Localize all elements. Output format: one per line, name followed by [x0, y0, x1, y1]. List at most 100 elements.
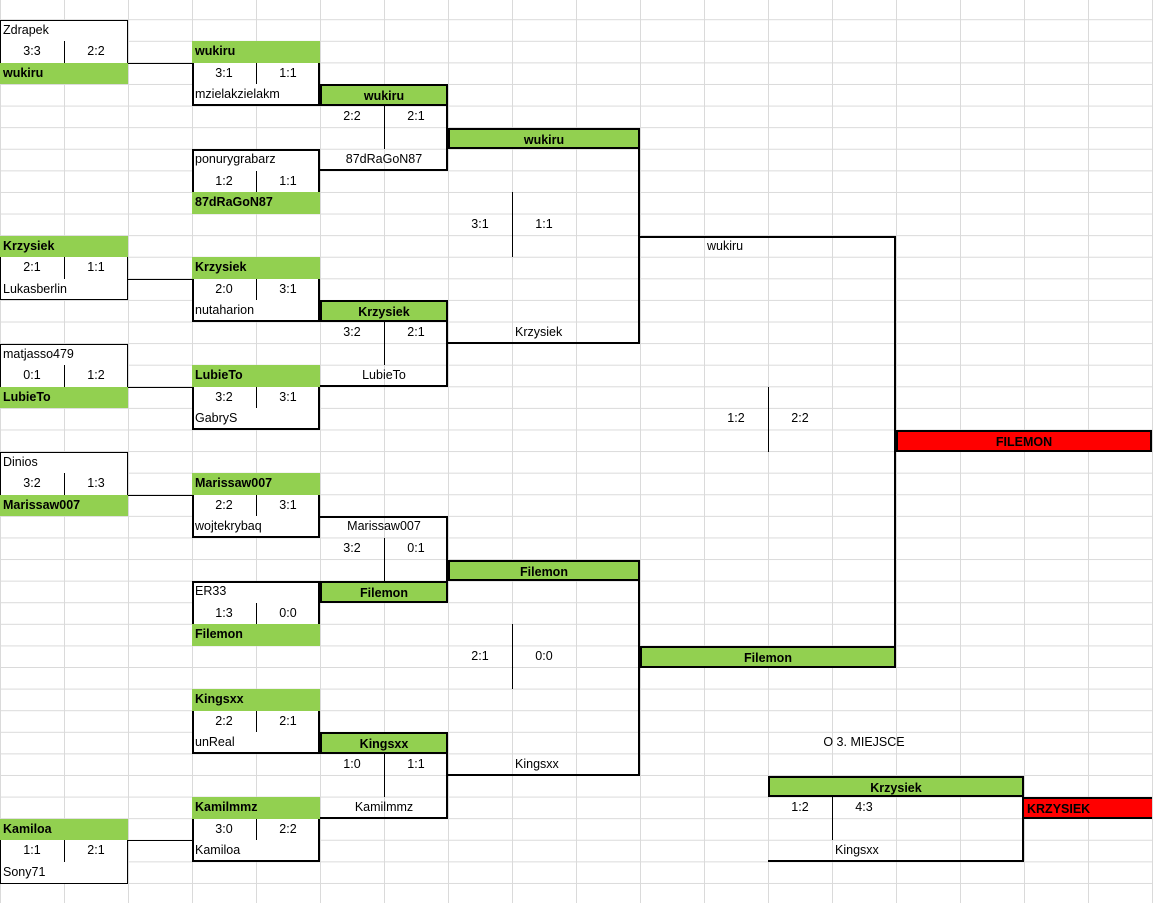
qf-player-winner[interactable]: Krzysiek: [320, 300, 448, 322]
score-leg1[interactable]: 3:2: [343, 541, 361, 555]
score-divider: [256, 602, 320, 625]
score-leg1[interactable]: 0:1: [23, 368, 41, 383]
score-leg1[interactable]: 3:1: [215, 65, 233, 80]
r2-player-bottom[interactable]: Kamiloa: [195, 843, 241, 858]
r1-player-winner[interactable]: Kamiloa: [0, 818, 128, 841]
r2-player-bottom[interactable]: GabryS: [195, 411, 238, 426]
score-leg1[interactable]: 2:1: [23, 260, 41, 275]
r1-player-winner[interactable]: Krzysiek: [0, 235, 128, 258]
r2-player-winner[interactable]: Kingsxx: [192, 689, 320, 711]
connector-line: [128, 840, 192, 842]
score-leg2[interactable]: 3:1: [279, 497, 297, 512]
score-leg2[interactable]: 4:3: [855, 800, 873, 815]
score-leg1[interactable]: 2:0: [215, 281, 233, 296]
score-leg1[interactable]: 1:2: [791, 800, 809, 815]
r2-player-winner[interactable]: LubieTo: [192, 365, 320, 387]
final-player-top[interactable]: wukiru: [707, 238, 744, 253]
r2-player-winner[interactable]: Kamilmmz: [192, 797, 320, 819]
score-leg1[interactable]: 1:0: [343, 757, 361, 771]
qf-player-winner[interactable]: wukiru: [320, 84, 448, 106]
sf-player-winner[interactable]: wukiru: [448, 127, 640, 150]
score-leg2[interactable]: 2:1: [407, 109, 425, 123]
score-divider: [512, 192, 576, 258]
third-player-bottom[interactable]: Kingsxx: [835, 843, 879, 858]
r2-player-bottom[interactable]: unReal: [195, 735, 235, 750]
score-divider: [64, 365, 128, 387]
score-leg1[interactable]: 3:3: [23, 44, 41, 59]
r2-player-winner[interactable]: wukiru: [192, 41, 320, 63]
sf-player-winner[interactable]: Filemon: [448, 559, 640, 582]
r2-player-top[interactable]: ER33: [195, 584, 227, 599]
score-leg1[interactable]: 3:2: [23, 476, 41, 491]
r2-player-winner[interactable]: Krzysiek: [192, 257, 320, 279]
qf-player-bottom[interactable]: 87dRaGoN87: [345, 152, 423, 167]
r1-player-bottom[interactable]: Sony71: [3, 865, 46, 879]
r2-player-winner[interactable]: Marissaw007: [192, 473, 320, 495]
third-player-winner[interactable]: Krzysiek: [768, 775, 1024, 798]
qf-player-top[interactable]: Marissaw007: [347, 519, 421, 534]
r2-player-bottom[interactable]: wojtekrybaq: [195, 519, 262, 534]
score-divider: [64, 840, 128, 862]
score-leg2[interactable]: 2:1: [279, 713, 297, 728]
third-place-winner-cell[interactable]: KRZYSIEK: [1024, 797, 1152, 819]
score-leg2[interactable]: 0:1: [407, 541, 425, 555]
final-player-winner[interactable]: Filemon: [640, 646, 896, 668]
score-leg2[interactable]: 1:1: [279, 65, 297, 80]
r1-player-winner[interactable]: Marissaw007: [0, 494, 128, 517]
score-leg1[interactable]: 2:2: [343, 109, 361, 123]
score-leg2[interactable]: 2:2: [279, 821, 297, 836]
score-leg1[interactable]: 2:2: [215, 713, 233, 728]
score-divider: [256, 710, 320, 733]
r2-player-winner[interactable]: Filemon: [192, 624, 320, 646]
r2-player-bottom[interactable]: mzielakzielakm: [195, 87, 280, 102]
score-leg2[interactable]: 2:1: [407, 325, 425, 339]
score-leg1[interactable]: 3:2: [343, 325, 361, 339]
r2-player-bottom[interactable]: nutaharion: [195, 303, 255, 318]
r1-player-winner[interactable]: LubieTo: [0, 386, 128, 409]
score-leg2[interactable]: 1:1: [87, 260, 105, 275]
r1-player-top[interactable]: Zdrapek: [3, 22, 49, 37]
score-divider: [256, 818, 320, 841]
score-leg1[interactable]: 2:2: [215, 497, 233, 512]
score-leg2[interactable]: 1:2: [87, 368, 105, 383]
score-divider: [832, 797, 896, 841]
score-divider: [384, 106, 448, 150]
score-leg1[interactable]: 1:2: [215, 173, 233, 188]
qf-player-winner[interactable]: Filemon: [320, 581, 448, 603]
score-divider: [64, 41, 128, 63]
score-leg1[interactable]: 3:2: [215, 389, 233, 404]
r2-player-top[interactable]: ponurygrabarz: [195, 152, 276, 167]
qf-player-bottom[interactable]: LubieTo: [362, 368, 406, 383]
score-leg1[interactable]: 1:3: [215, 605, 233, 620]
r2-player-winner[interactable]: 87dRaGoN87: [192, 192, 320, 214]
score-leg2[interactable]: 2:1: [87, 843, 105, 858]
score-leg2[interactable]: 1:3: [87, 476, 105, 491]
score-leg2[interactable]: 3:1: [279, 389, 297, 404]
r1-player-top[interactable]: matjasso479: [3, 346, 74, 361]
score-leg2[interactable]: 1:1: [407, 757, 425, 771]
third-place-label: O 3. MIEJSCE: [823, 735, 905, 750]
score-leg1[interactable]: 2:1: [471, 649, 489, 663]
qf-player-winner[interactable]: Kingsxx: [320, 732, 448, 754]
sf-player-bottom[interactable]: Krzysiek: [515, 325, 563, 339]
score-leg2[interactable]: 2:2: [87, 44, 105, 59]
champion-cell[interactable]: FILEMON: [896, 430, 1152, 452]
score-leg2[interactable]: 1:1: [279, 173, 297, 188]
r1-player-top[interactable]: Dinios: [3, 454, 38, 469]
qf-player-bottom[interactable]: Kamilmmz: [354, 800, 414, 815]
score-leg2[interactable]: 1:1: [535, 217, 553, 231]
score-leg1[interactable]: 3:0: [215, 821, 233, 836]
score-leg1[interactable]: 1:1: [23, 843, 41, 858]
final-match-box: [640, 235, 896, 668]
sf-player-bottom[interactable]: Kingsxx: [515, 757, 559, 771]
score-leg1[interactable]: 1:2: [727, 411, 745, 426]
score-leg2[interactable]: 3:1: [279, 281, 297, 296]
r1-player-bottom[interactable]: Lukasberlin: [3, 281, 67, 296]
score-leg2[interactable]: 0:0: [535, 649, 553, 663]
score-leg2[interactable]: 0:0: [279, 605, 297, 620]
score-divider: [384, 538, 448, 582]
score-leg1[interactable]: 3:1: [471, 217, 489, 231]
r1-player-winner[interactable]: wukiru: [0, 62, 128, 85]
score-leg2[interactable]: 2:2: [791, 411, 809, 426]
connector-line: [128, 494, 192, 496]
